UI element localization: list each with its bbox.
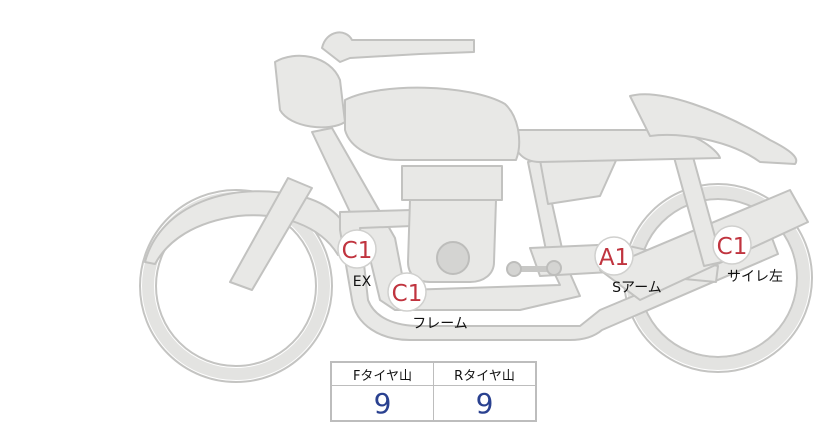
- engine: [401, 165, 503, 283]
- inspection-point-silencer-left: C1: [712, 225, 752, 265]
- handlebar: [321, 31, 475, 63]
- inspection-point-frame: C1: [387, 272, 427, 312]
- part-label: Sアーム: [612, 280, 662, 296]
- part-label: サイレ左: [727, 269, 783, 285]
- grade-badge: C1: [392, 281, 423, 307]
- inspection-point-ex: C1: [337, 229, 377, 269]
- part-label: EX: [353, 274, 372, 290]
- grade-badge: A1: [599, 245, 629, 271]
- headlight: [274, 54, 346, 129]
- part-label: フレーム: [412, 316, 468, 332]
- inspection-point-swingarm: A1: [594, 236, 634, 276]
- grade-badge: C1: [717, 234, 748, 260]
- tire-tread-table: Fタイヤ山 Rタイヤ山 9 9: [330, 361, 537, 422]
- front-tire-value: 9: [330, 385, 434, 422]
- fuel-tank: [344, 86, 521, 161]
- grade-badge: C1: [342, 238, 373, 264]
- rear-tire-header: Rタイヤ山: [433, 361, 537, 386]
- rear-fender: [629, 93, 798, 165]
- rear-tire-value: 9: [433, 385, 537, 422]
- foot-peg: [506, 260, 562, 277]
- front-tire-header: Fタイヤ山: [330, 361, 434, 386]
- side-cover: [539, 155, 619, 205]
- front-fork: [229, 177, 313, 291]
